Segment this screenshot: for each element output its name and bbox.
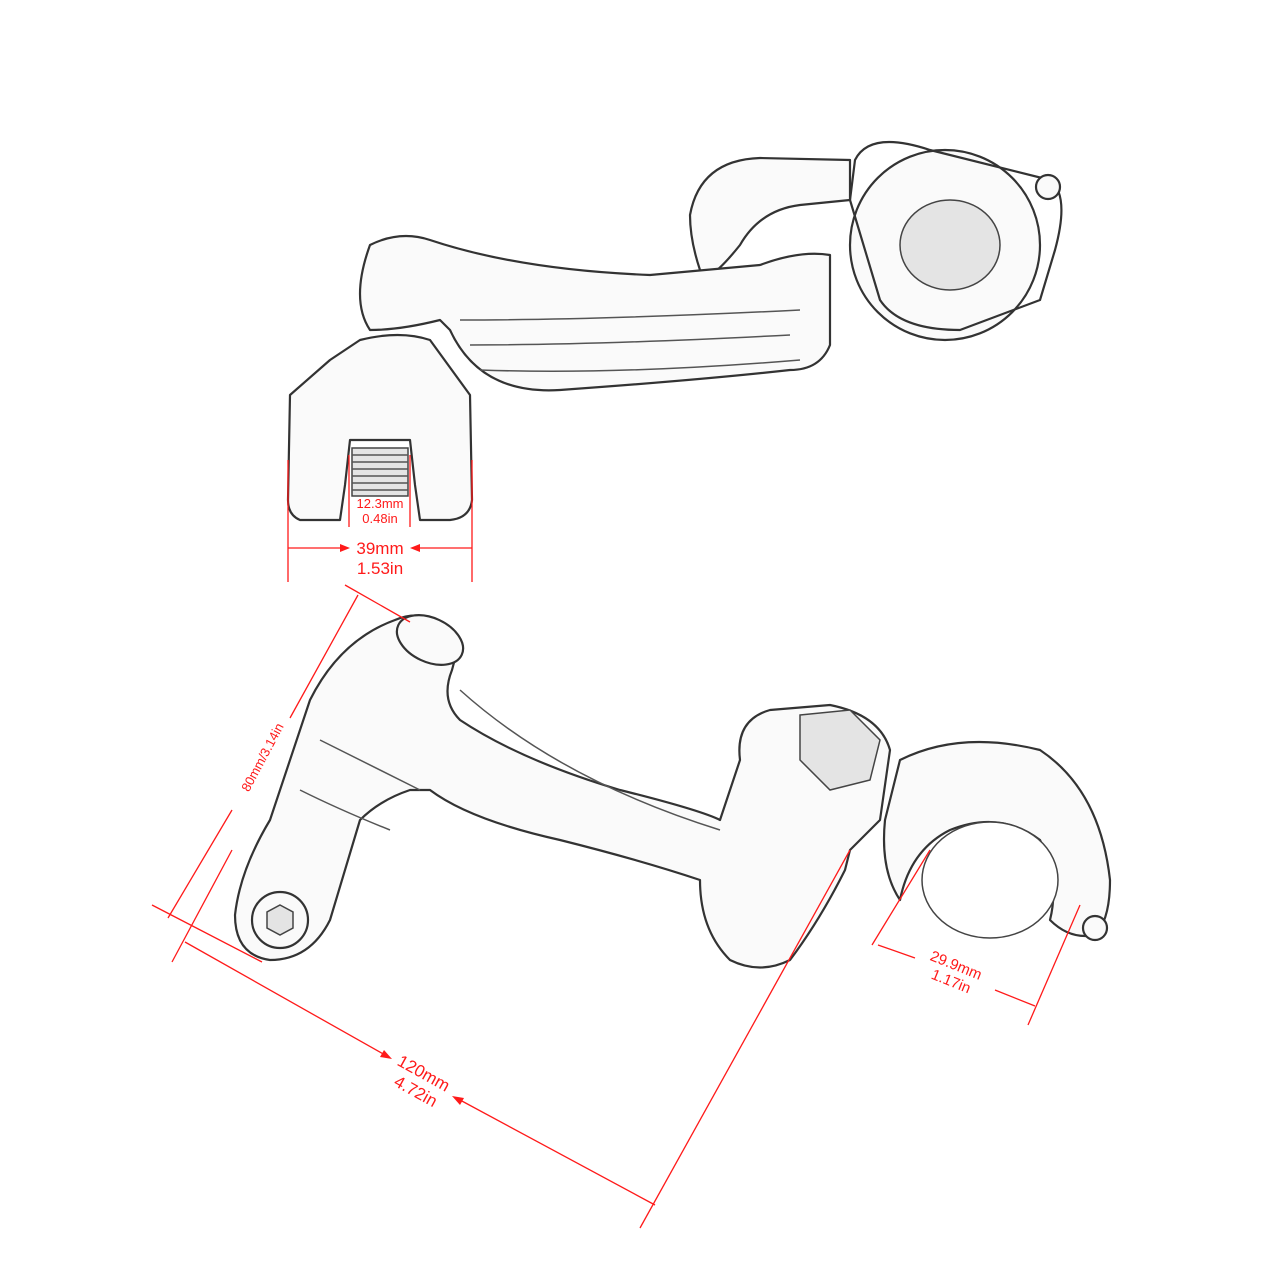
thread-imperial-label: 0.48in [362, 511, 397, 526]
dimension-length: 120mm 4.72in [171, 849, 851, 1229]
top-mount-drawing [286, 140, 1063, 522]
bottom-mount-drawing [233, 614, 1112, 969]
dimension-thread: 12.3mm 0.48in [348, 455, 411, 527]
clamp-width-metric-label: 39mm [356, 539, 403, 558]
dimension-clamp-width: 39mm 1.53in [287, 460, 473, 582]
clamp-width-imperial-label: 1.53in [357, 559, 403, 578]
thread-metric-label: 12.3mm [357, 496, 404, 511]
height-label: 80mm/3.14in [238, 721, 287, 794]
